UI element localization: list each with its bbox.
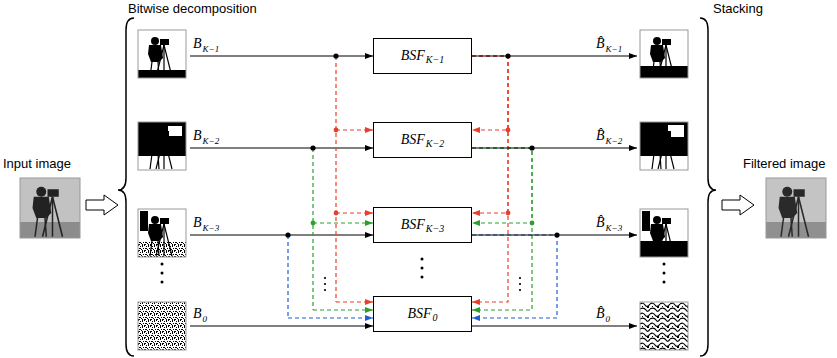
feedback-connector [472,235,557,318]
caption-label: Bitwise decomposition [128,1,257,16]
bit-plane-image [138,302,186,350]
ellipsis-dots [161,258,666,292]
input-image [20,178,80,238]
plane-index: K−3 [606,224,623,233]
filter-box: BSF0 [373,296,472,332]
bit-plane-image [138,122,186,170]
plane-index: K−2 [606,137,623,146]
filter-name: BSF [407,307,431,321]
filtered-plane-image [640,30,688,78]
plane-symbol: B [193,307,202,321]
feedback-connector [472,56,508,302]
feedback-connector [472,56,508,130]
bit-plane-image [138,209,186,257]
filtered-plane-image [640,209,688,257]
plane-symbol: B̂ [596,216,605,230]
plane-symbol: B̂ [596,307,605,321]
plane-symbol: B [193,129,202,143]
plane-index: K−1 [606,45,623,54]
dashed-feed [288,56,373,318]
caption-label: Stacking [713,1,763,16]
filtered-plane-image [640,122,688,170]
filter-index: K−1 [426,55,444,65]
bit-plane-image [138,30,186,78]
plane-symbol: B [193,37,202,51]
hollow-arrow [86,195,118,215]
plane-index: K−1 [203,45,220,54]
signal-line [190,56,637,326]
plane-index: 0 [606,315,611,324]
filter-box: BSFK−3 [373,207,472,243]
filtered-plane-image [640,302,688,350]
caption-label: Input image [3,156,71,171]
hollow-arrow [722,195,754,215]
brace [118,18,134,356]
plane-symbol: B [193,216,202,230]
plane-index: K−3 [203,224,220,233]
plane-symbol: B̂ [596,37,605,51]
plane-symbol: B̂ [596,129,605,143]
feedback-connector [472,148,532,310]
filter-name: BSF [401,49,425,63]
feedback-connector [472,56,508,213]
filtered-image [766,178,826,238]
feedback-connector [472,148,532,223]
brace [700,18,716,356]
filter-index: 0 [433,313,438,323]
filter-index: K−2 [426,139,444,149]
plane-index: K−2 [203,137,220,146]
filter-index: K−3 [426,224,444,234]
plane-index: 0 [203,315,208,324]
filter-box: BSFK−1 [373,38,472,74]
filter-name: BSF [401,133,425,147]
filter-box: BSFK−2 [373,122,472,158]
caption-label: Filtered image [743,156,825,171]
filter-name: BSF [401,218,425,232]
